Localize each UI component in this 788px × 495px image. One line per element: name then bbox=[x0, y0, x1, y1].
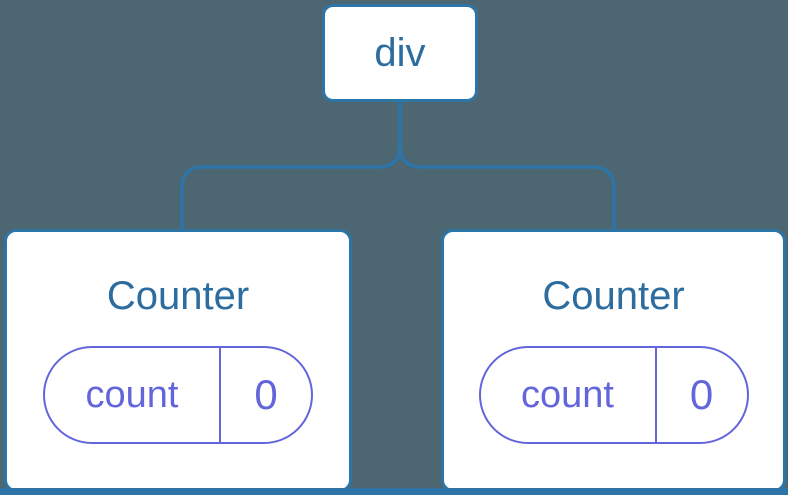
counter-card-right: Counter count 0 bbox=[441, 229, 786, 492]
state-key-label: count bbox=[45, 348, 221, 442]
root-node-label: div bbox=[374, 30, 426, 75]
root-node-div: div bbox=[322, 4, 478, 102]
state-pill: count 0 bbox=[478, 346, 749, 444]
connector-left-branch bbox=[180, 99, 402, 232]
counter-card-left: Counter count 0 bbox=[4, 229, 352, 492]
state-pill: count 0 bbox=[43, 346, 313, 444]
state-value: 0 bbox=[689, 371, 714, 418]
bottom-border-bar bbox=[0, 488, 788, 495]
connector-right-branch bbox=[398, 99, 616, 232]
state-key-label: count bbox=[481, 348, 657, 442]
counter-title: Counter bbox=[542, 274, 685, 318]
counter-title: Counter bbox=[106, 274, 250, 318]
state-value: 0 bbox=[254, 371, 278, 418]
